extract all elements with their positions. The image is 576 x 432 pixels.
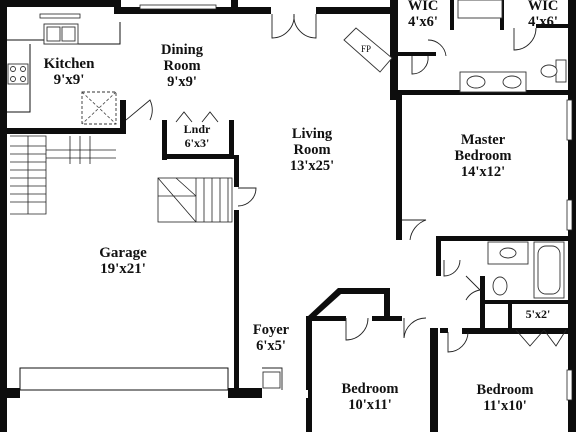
room-dims: 9'x9'	[167, 74, 197, 90]
room-label-living: Living Room 13'x25'	[277, 126, 347, 174]
room-dims: 10'x11'	[348, 397, 392, 413]
room-dims: 6'x3'	[184, 136, 210, 150]
room-name: Kitchen	[43, 56, 95, 72]
room-label-kitchen: Kitchen 9'x9'	[44, 56, 95, 88]
windows	[39, 4, 573, 401]
room-label-bedroom-1: Bedroom 10'x11'	[342, 381, 399, 413]
room-name: Lndr	[183, 122, 211, 136]
room-name: Living Room	[291, 126, 333, 158]
room-dims: 11'x10'	[483, 398, 527, 414]
door-swings	[125, 6, 567, 398]
bath-fixtures	[457, 0, 567, 299]
room-dims: 19'x21'	[100, 261, 146, 277]
fireplace	[343, 27, 393, 73]
room-label-wic-right: WIC 4'x6'	[528, 0, 559, 30]
room-label-bedroom-2: Bedroom 11'x10'	[477, 382, 534, 414]
kitchen-fixtures	[7, 22, 121, 125]
room-dims: 5'x2'	[525, 307, 551, 321]
room-dims: 4'x6'	[528, 14, 558, 30]
room-name: WIC	[527, 0, 559, 14]
room-name: Bedroom	[341, 381, 399, 397]
room-dims: 4'x6'	[408, 14, 438, 30]
room-label-laundry: Lndr 6'x3'	[184, 122, 211, 150]
room-dims: 13'x25'	[289, 158, 335, 174]
room-dims: 14'x12'	[460, 164, 506, 180]
room-name: Garage	[99, 245, 147, 261]
room-label-master: Master Bedroom 14'x12'	[438, 132, 528, 180]
room-label-closet: 5'x2'	[526, 307, 551, 321]
room-name: Dining Room	[161, 42, 203, 74]
garage-door	[19, 367, 229, 391]
room-dims: 9'x9'	[53, 72, 85, 88]
room-label-dining: Dining Room 9'x9'	[152, 42, 212, 90]
fireplace-label: FP	[361, 44, 372, 54]
stairs-left	[10, 135, 116, 215]
room-label-foyer: Foyer 6'x5'	[253, 322, 289, 354]
room-name: Foyer	[252, 322, 290, 338]
room-label-garage: Garage 19'x21'	[99, 245, 146, 277]
stairs-center	[157, 177, 233, 223]
room-dims: 6'x5'	[256, 338, 286, 354]
room-name: WIC	[407, 0, 439, 14]
room-name: Master Bedroom	[454, 132, 512, 164]
room-name: Bedroom	[476, 382, 534, 398]
room-label-wic-left: WIC 4'x6'	[408, 0, 439, 30]
